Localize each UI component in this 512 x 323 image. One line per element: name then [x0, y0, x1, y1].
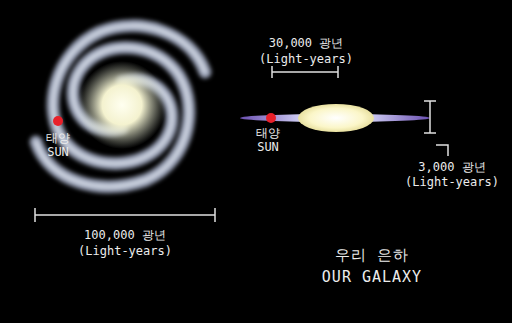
dimension-label: 30,000 광년	[269, 36, 344, 50]
sun-label: 태양	[256, 126, 280, 140]
sun-label: SUN	[47, 145, 69, 159]
title-label: OUR GALAXY	[322, 268, 422, 286]
dimension-label: (Light-years)	[259, 52, 353, 66]
galaxy-bulge	[298, 104, 374, 132]
sun-dot	[266, 113, 276, 123]
dimension-label: 3,000 광년	[418, 160, 485, 174]
dimension-label: (Light-years)	[78, 244, 172, 258]
sun-label: 태양	[46, 131, 70, 145]
galaxy-core	[78, 61, 166, 149]
title-label: 우리 은하	[335, 246, 409, 264]
spiral-arms	[36, 26, 205, 187]
dimension-brackets	[35, 66, 448, 222]
sun-dot	[53, 116, 63, 126]
sun-label: SUN	[257, 140, 279, 154]
dimension-label: (Light-years)	[405, 175, 499, 189]
dimension-label: 100,000 광년	[84, 228, 166, 242]
